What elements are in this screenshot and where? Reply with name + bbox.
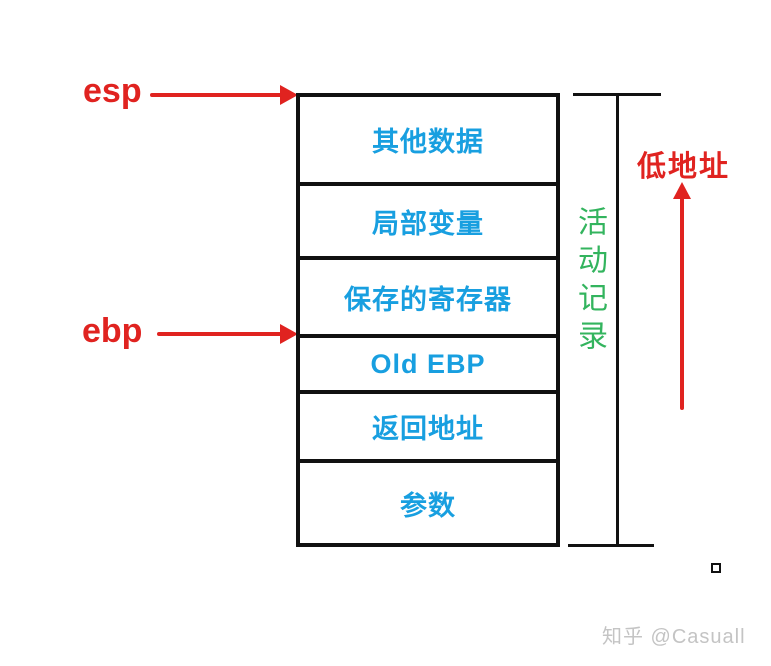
ebp-arrow-line (157, 332, 282, 336)
stack-row-other-data: 其他数据 (300, 97, 556, 186)
small-square-icon (711, 563, 721, 573)
esp-right-arrow-icon (280, 85, 298, 105)
stack-row-saved-registers: 保存的寄存器 (300, 260, 556, 338)
watermark: 知乎 @Casuall (602, 626, 746, 648)
stack-row-return-address: 返回地址 (300, 394, 556, 463)
up-arrow-icon (673, 182, 691, 199)
stack-box: 其他数据 局部变量 保存的寄存器 Old EBP 返回地址 参数 (296, 93, 560, 547)
stack-row-local-vars: 局部变量 (300, 186, 556, 260)
stack-row-parameters: 参数 (400, 490, 456, 521)
activation-record-label: 活动记录 (573, 206, 606, 358)
esp-register-label: esp (83, 72, 142, 110)
bracket-vertical-line (616, 93, 619, 547)
ebp-right-arrow-icon (280, 324, 298, 344)
esp-arrow-line (150, 93, 282, 97)
ebp-register-label: ebp (82, 312, 143, 350)
stack-row-old-ebp: Old EBP (300, 338, 556, 394)
bracket-bottom-tick (568, 544, 654, 547)
up-arrow-line (680, 197, 684, 410)
low-address-label: 低地址 (637, 151, 731, 183)
